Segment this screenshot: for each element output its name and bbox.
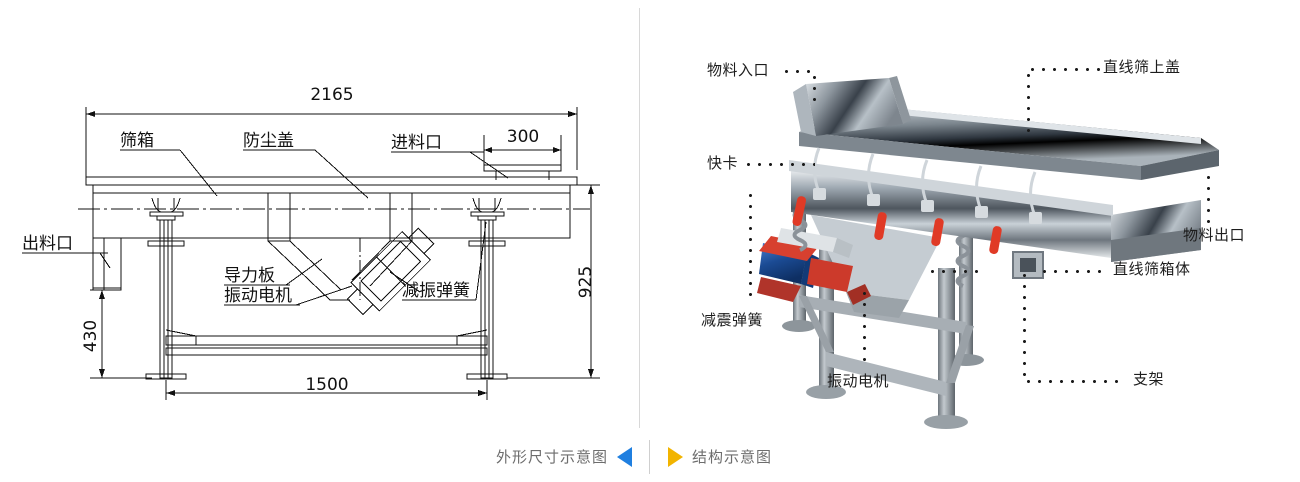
triangle-right-icon[interactable] [668, 446, 683, 467]
leader-quick-clamp-h [743, 163, 815, 166]
leader-vibration-motor-v [863, 288, 866, 366]
leader-screen-body-h [1039, 270, 1109, 273]
caption-divider [649, 440, 650, 474]
callout-feed-inlet: 进料口 [391, 133, 442, 153]
callout-screen-box: 筛箱 [120, 131, 154, 151]
dimension-inlet-width: 300 [507, 127, 539, 147]
photo-label-screen-top-cover: 直线筛上盖 [1103, 58, 1181, 76]
dimension-drawing: 2165 300 1500 925 430 筛箱 防尘盖 进料口 出料口 导力板… [0, 0, 639, 432]
callout-dust-cover: 防尘盖 [243, 131, 294, 151]
dimension-overall-height: 925 [576, 266, 596, 298]
leader-top-cover-v [1027, 70, 1030, 132]
caption-right-text: 结构示意图 [692, 448, 773, 466]
structure-photo-illustration [757, 76, 1219, 429]
caption-left-text: 外形尺寸示意图 [495, 448, 608, 466]
leader-support-frame-v [1023, 270, 1026, 382]
photo-label-shock-spring: 减震弹簧 [701, 311, 764, 329]
dimension-frame-length: 1500 [305, 375, 348, 395]
structure-photo-panel: 物料入口 直线筛上盖 快卡 物料出口 直线筛箱体 减震弹簧 振动电机 [641, 0, 1300, 432]
callout-damping-spring: 减振弹簧 [402, 281, 470, 301]
leader-support-frame-h [1023, 380, 1123, 383]
structure-photo: 物料入口 直线筛上盖 快卡 物料出口 直线筛箱体 减震弹簧 振动电机 [641, 0, 1300, 432]
panel-divider [639, 8, 640, 428]
callout-guide-plate: 导力板 [224, 266, 275, 286]
photo-label-quick-clamp: 快卡 [707, 154, 739, 172]
dimension-overall-length: 2165 [310, 85, 353, 105]
leader-material-outlet-v [1207, 172, 1210, 224]
vibration-motor-graphic [757, 228, 871, 305]
caption-right[interactable]: 结构示意图 [668, 446, 772, 467]
photo-label-screen-body: 直线筛箱体 [1113, 260, 1191, 278]
callout-vibration-motor: 振动电机 [224, 286, 292, 306]
photo-label-vibration-motor: 振动电机 [827, 372, 890, 390]
leader-screen-body-h2 [927, 270, 985, 273]
leader-material-inlet-v [813, 72, 816, 102]
photo-label-support-frame: 支架 [1133, 370, 1165, 388]
dimension-drawing-svg: 2165 300 1500 925 430 筛箱 防尘盖 进料口 出料口 导力板… [22, 85, 600, 400]
leader-shock-spring-v [749, 190, 752, 304]
photo-label-material-outlet: 物料出口 [1183, 226, 1246, 244]
caption-left[interactable]: 外形尺寸示意图 [496, 446, 632, 467]
leader-top-cover-h [1027, 68, 1101, 71]
dimension-frame-height: 430 [81, 320, 101, 352]
photo-label-material-inlet: 物料入口 [707, 61, 770, 79]
triangle-left-icon[interactable] [617, 446, 632, 467]
callout-discharge-outlet: 出料口 [22, 234, 73, 254]
leader-material-inlet-h [781, 70, 817, 73]
material-inlet-graphic [793, 76, 911, 136]
dimension-drawing-panel: 2165 300 1500 925 430 筛箱 防尘盖 进料口 出料口 导力板… [0, 0, 639, 432]
figure-captions: 外形尺寸示意图 结构示意图 [0, 432, 1300, 482]
